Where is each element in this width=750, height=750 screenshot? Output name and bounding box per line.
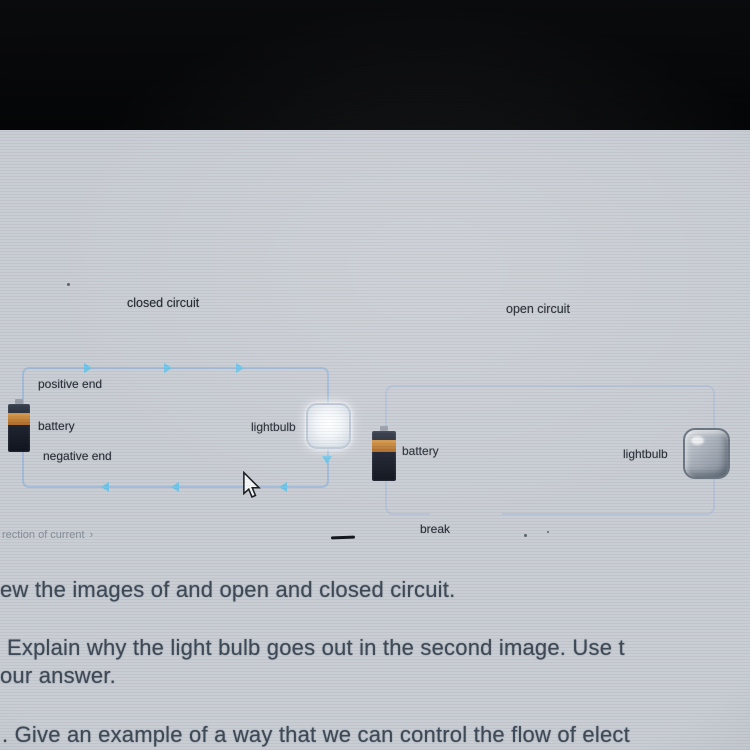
positive-end-label: positive end	[38, 377, 103, 391]
battery-band	[8, 413, 30, 425]
battery-body	[8, 404, 30, 452]
current-arrow-icon	[101, 482, 109, 492]
current-arrow-icon	[322, 456, 332, 464]
dust-speck	[67, 283, 70, 286]
current-arrow-icon	[279, 482, 287, 492]
battery-icon	[372, 426, 396, 481]
current-arrow-icon	[236, 363, 244, 373]
lightbulb-off-icon	[683, 428, 730, 479]
dust-speck	[547, 531, 549, 533]
negative-end-label: negative end	[43, 449, 112, 463]
lightbulb-label-closed: lightbulb	[251, 420, 296, 434]
question-explain-line1: Explain why the light bulb goes out in t…	[7, 635, 625, 660]
battery-label-closed: battery	[38, 419, 75, 433]
current-arrow-icon	[84, 363, 92, 373]
current-arrow-icon	[171, 482, 179, 492]
caption-arrow-icon: ›	[89, 529, 94, 541]
mouse-cursor-icon	[243, 471, 261, 498]
bulb-glint	[691, 436, 704, 445]
caption-text: rection of current	[2, 529, 85, 541]
break-label: break	[420, 522, 451, 536]
lightbulb-on-icon	[306, 403, 351, 449]
battery-label-open: battery	[402, 444, 439, 458]
battery-icon	[8, 399, 30, 452]
battery-terminal-icon	[15, 399, 23, 404]
closed-circuit-title: closed circuit	[127, 296, 200, 310]
battery-band	[372, 440, 396, 452]
direction-of-current-caption: rection of current ›	[2, 529, 93, 541]
battery-terminal-icon	[380, 426, 388, 431]
lightbulb-label-open: lightbulb	[623, 447, 668, 461]
current-arrow-icon	[164, 363, 172, 373]
wire-break-gap	[430, 510, 502, 519]
dust-speck	[524, 534, 527, 537]
question-explain-line2: our answer.	[0, 663, 116, 688]
open-circuit-title: open circuit	[506, 302, 570, 316]
question-review-line: ew the images of and open and closed cir…	[0, 577, 456, 602]
question-example-line: . Give an example of a way that we can c…	[2, 722, 630, 747]
top-black-bar	[0, 0, 750, 130]
battery-body	[372, 431, 396, 481]
